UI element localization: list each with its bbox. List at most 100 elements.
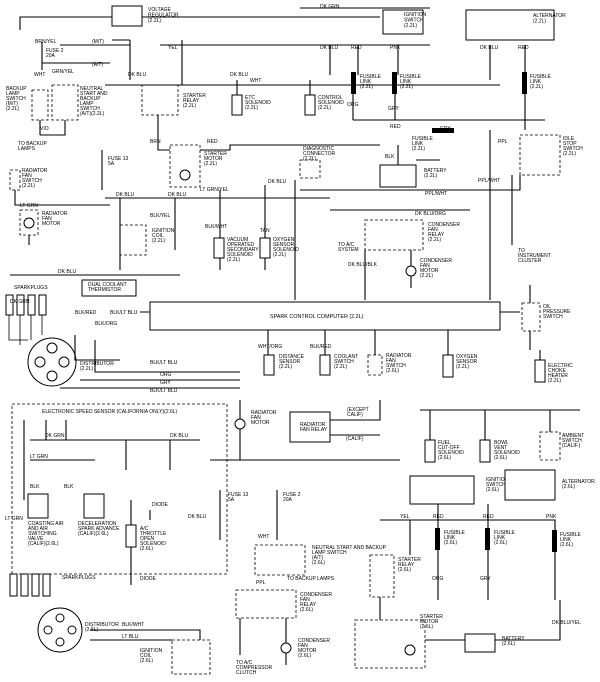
starter-relay-top-box xyxy=(141,84,179,116)
dk-blu-h: DK BLU xyxy=(58,269,76,275)
blk-wht: BLK/WHT xyxy=(205,224,227,230)
wht-a: WHT xyxy=(34,72,45,78)
org-b: ORG xyxy=(160,372,172,378)
radiator-motor-b-symbol xyxy=(234,418,246,430)
bottom-section: ELECTRONIC SPEED SENSOR (CALIFORNIA ONLY… xyxy=(5,400,595,676)
choke-heater-box xyxy=(534,359,546,383)
ac-throttle-box xyxy=(125,524,137,548)
ignition-coil-b-box xyxy=(171,639,211,675)
oxygen-sensor-box xyxy=(442,354,454,378)
org-c: ORG xyxy=(432,576,444,582)
oil-pressure-box xyxy=(521,302,541,332)
dk-grn-top-label: DK GRN xyxy=(320,4,340,10)
etc-solenoid-box xyxy=(231,94,243,116)
tan-a: TAN xyxy=(260,228,270,234)
dk-blu-g: DK BLU xyxy=(268,179,286,185)
alternator-top-box xyxy=(465,9,555,41)
diag-connector-box xyxy=(299,159,321,179)
red-a: RED xyxy=(351,45,362,51)
battery-top-label: BATTERY(2.2L) xyxy=(424,168,447,179)
fusible-link-d xyxy=(432,128,454,133)
diode-b: DIODE xyxy=(140,576,157,582)
sparkplugs-a-group xyxy=(5,294,47,316)
sparkplugs-b-group xyxy=(9,573,51,597)
fusible-link-f xyxy=(485,528,490,550)
vio-label: VIO xyxy=(40,126,49,132)
spark-computer-box xyxy=(149,301,501,331)
ignition-switch-b-box xyxy=(409,475,475,505)
starter-motor-top-symbol xyxy=(179,169,191,181)
blk-yel: BLK/YEL xyxy=(150,213,171,219)
blk-red-a: BLK/RED xyxy=(75,310,97,316)
diode-a: DIODE xyxy=(152,502,169,508)
condenser-motor-top-symbol xyxy=(405,265,417,277)
fusible-link-a xyxy=(351,72,356,94)
blk-org: BLK/ORG xyxy=(95,321,117,327)
dk-blu-blk: DK BLU/BLK xyxy=(348,262,378,268)
gry-d: GRY xyxy=(480,576,491,582)
neutral-start-b-box xyxy=(254,544,306,576)
distributor-b-body xyxy=(37,607,83,653)
lt-grn-yel: LT GRN/YEL xyxy=(200,187,229,193)
alternator-top-label: ALTERNATOR(2.2L) xyxy=(533,13,566,25)
starter-motor-top-box xyxy=(169,144,201,188)
dk-blu-c: DK BLU xyxy=(128,72,146,78)
condenser-relay-b-box xyxy=(235,589,297,619)
bowl-vent-box xyxy=(479,439,491,463)
starter-relay-b-box xyxy=(369,554,395,598)
starter-motor-b-symbol xyxy=(404,644,416,656)
at-label: (A/T) xyxy=(92,62,103,68)
pnk-a: PNK xyxy=(390,45,401,51)
ambient-switch-box xyxy=(539,431,561,461)
voltage-regulator-box xyxy=(111,5,143,27)
blk-b: BLK xyxy=(30,484,40,490)
dk-blu-a: DK BLU xyxy=(320,45,338,51)
oxygen-sol-box xyxy=(259,237,271,259)
control-solenoid-box xyxy=(304,94,316,116)
dual-coolant-box xyxy=(81,279,137,297)
dk-blu-j: DK BLU xyxy=(188,514,206,520)
starter-motor-b-box xyxy=(354,619,426,669)
battery-b-label: BATTERY(2.6L) xyxy=(502,636,525,647)
pnk-b: PNK xyxy=(546,514,557,520)
radiator-switch-top-box xyxy=(9,169,21,191)
distributor-b-label: DISTRIBUTOR(2.6L) xyxy=(85,622,119,633)
blk-lt-blu-b: BLK/LT BLU xyxy=(150,360,178,366)
yel-b: YEL xyxy=(400,514,410,520)
dk-blu-org: DK BLU/ORG xyxy=(415,211,446,217)
alternator-b-label: ALTERNATOR(2.6L) xyxy=(562,479,595,490)
